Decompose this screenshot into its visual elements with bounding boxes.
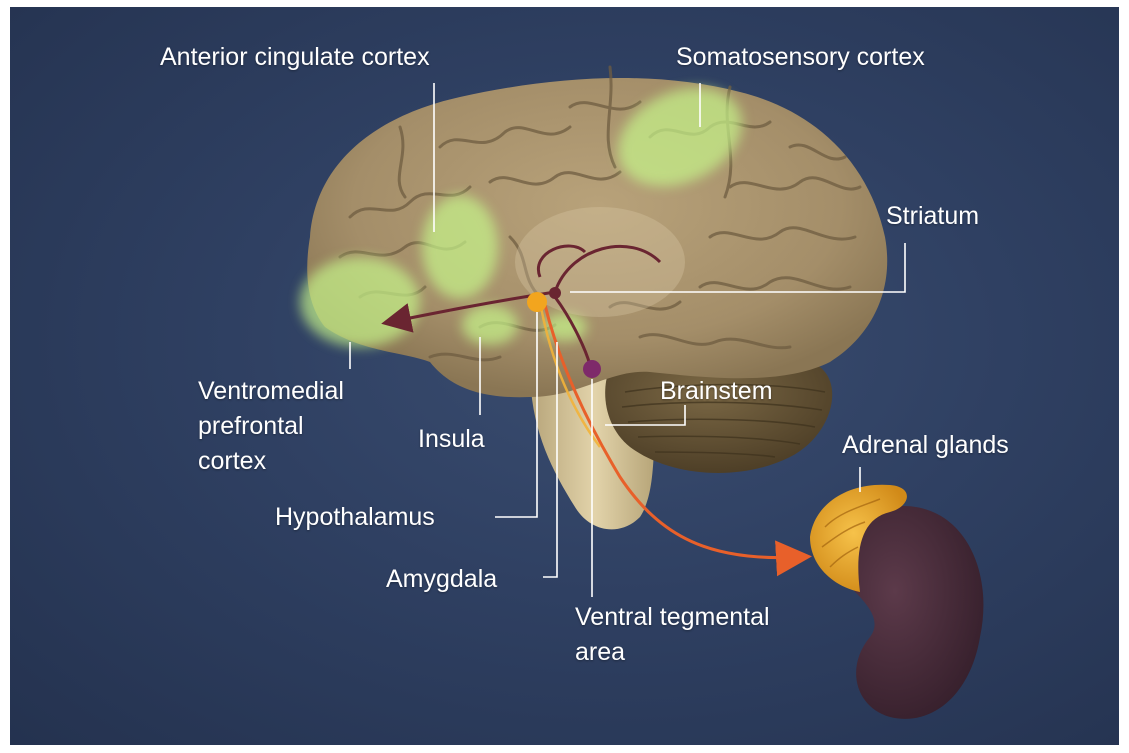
- amygdala-dot: [527, 292, 547, 312]
- pathway-node: [549, 287, 561, 299]
- label-amygdala: Amygdala: [386, 565, 497, 594]
- vmpfc-line-1: Ventromedial: [198, 377, 344, 406]
- vmpfc-line-2: prefrontal: [198, 412, 344, 441]
- label-brainstem: Brainstem: [660, 377, 773, 406]
- label-ventral-tegmental-area: Ventral tegmental area: [575, 603, 770, 661]
- label-hypothalamus: Hypothalamus: [275, 503, 435, 532]
- brain-illustration: [10, 7, 1119, 745]
- label-anterior-cingulate-cortex: Anterior cingulate cortex: [160, 43, 430, 72]
- label-somatosensory-cortex: Somatosensory cortex: [676, 43, 925, 72]
- vmpfc-region: [300, 257, 420, 347]
- vta-dot: [583, 360, 601, 378]
- insula-region: [462, 305, 518, 345]
- label-insula: Insula: [418, 425, 485, 454]
- vta-line-2: area: [575, 638, 770, 667]
- diagram-canvas: Anterior cingulate cortex Somatosensory …: [10, 7, 1119, 745]
- label-ventromedial-prefrontal-cortex: Ventromedial prefrontal cortex: [198, 377, 344, 464]
- label-adrenal-glands: Adrenal glands: [842, 431, 1009, 460]
- vmpfc-line-3: cortex: [198, 447, 344, 476]
- vta-line-1: Ventral tegmental: [575, 603, 770, 632]
- label-striatum: Striatum: [886, 202, 979, 231]
